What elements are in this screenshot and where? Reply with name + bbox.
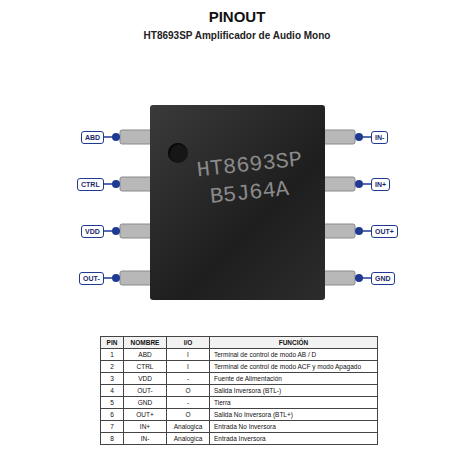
table-cell: 8 — [101, 433, 124, 445]
table-cell: O — [167, 385, 210, 397]
subtitle: HT8693SP Amplificador de Audio Mono — [137, 30, 337, 42]
pin1-dot — [168, 143, 188, 163]
table-header: PIN — [101, 337, 124, 349]
table-row: 2CTRLITerminal de control de modo ACF y … — [101, 361, 378, 373]
table-cell: Salida No Inversora (BTL+) — [210, 409, 378, 421]
table-row: 3VDD-Fuente de Alimentación — [101, 373, 378, 385]
pin-label: OUT+ — [371, 225, 398, 238]
table-cell: GND — [124, 397, 167, 409]
table-cell: - — [167, 397, 210, 409]
chip-body: HT8693SPB5J64A — [150, 105, 325, 300]
table-cell: OUT- — [124, 385, 167, 397]
table-cell: 1 — [101, 349, 124, 361]
table-cell: - — [167, 373, 210, 385]
table-row: 5GND-Tierra — [101, 397, 378, 409]
table-cell: Analogica — [167, 433, 210, 445]
table-row: PINNOMBREI/OFUNCIÓN — [101, 337, 378, 349]
pin-name: IN- — [375, 134, 384, 141]
table-cell: 5 — [101, 397, 124, 409]
table-cell: 6 — [101, 409, 124, 421]
pin-label: IN- — [371, 131, 388, 144]
table-cell: ABD — [124, 349, 167, 361]
table-header: NOMBRE — [124, 337, 167, 349]
table-cell: Analogica — [167, 421, 210, 433]
table-cell: CTRL — [124, 361, 167, 373]
chip-marking: B5J64A — [161, 172, 338, 215]
pin-label: GND — [371, 272, 395, 285]
table-cell: Salida Inversora (BTL-) — [210, 385, 378, 397]
table-cell: Fuente de Alimentación — [210, 373, 378, 385]
table-cell: Terminal de control de modo AB / D — [210, 349, 378, 361]
pin-name: VDD — [85, 228, 100, 235]
table-cell: 7 — [101, 421, 124, 433]
table-cell: I — [167, 349, 210, 361]
table-row: 8IN-AnalogicaEntrada Inversora — [101, 433, 378, 445]
table-cell: Entrada No Inversora — [210, 421, 378, 433]
table-row: 4OUT-OSalida Inversora (BTL-) — [101, 385, 378, 397]
table-cell: IN- — [124, 433, 167, 445]
table-row: 7IN+AnalogicaEntrada No Inversora — [101, 421, 378, 433]
table-row: 1ABDITerminal de control de modo AB / D — [101, 349, 378, 361]
table-cell: VDD — [124, 373, 167, 385]
pin-label: OUT- — [79, 272, 104, 285]
table-cell: OUT+ — [124, 409, 167, 421]
pin-label: IN+ — [371, 178, 390, 191]
table-cell: Tierra — [210, 397, 378, 409]
table-cell: Terminal de control de modo ACF y modo A… — [210, 361, 378, 373]
table-cell: Entrada Inversora — [210, 433, 378, 445]
pin-label: VDD — [81, 225, 104, 238]
pin-name: GND — [375, 275, 391, 282]
pin-name: OUT- — [83, 275, 100, 282]
table-cell: 2 — [101, 361, 124, 373]
pin-label: ABD — [81, 131, 104, 144]
pin-name: ABD — [85, 134, 100, 141]
pin-name: OUT+ — [375, 228, 394, 235]
table-row: 6OUT+OSalida No Inversora (BTL+) — [101, 409, 378, 421]
table-cell: I — [167, 361, 210, 373]
table-cell: IN+ — [124, 421, 167, 433]
pin-label: CTRL — [77, 178, 104, 191]
table-cell: 3 — [101, 373, 124, 385]
table-cell: 4 — [101, 385, 124, 397]
pin-name: IN+ — [375, 181, 386, 188]
table-cell: O — [167, 409, 210, 421]
table-header: I/O — [167, 337, 210, 349]
pin-table: PINNOMBREI/OFUNCIÓN1ABDITerminal de cont… — [100, 336, 378, 445]
title: PINOUT — [0, 8, 474, 25]
table-body: PINNOMBREI/OFUNCIÓN1ABDITerminal de cont… — [101, 337, 378, 445]
pin-name: CTRL — [81, 181, 100, 188]
table-header: FUNCIÓN — [210, 337, 378, 349]
